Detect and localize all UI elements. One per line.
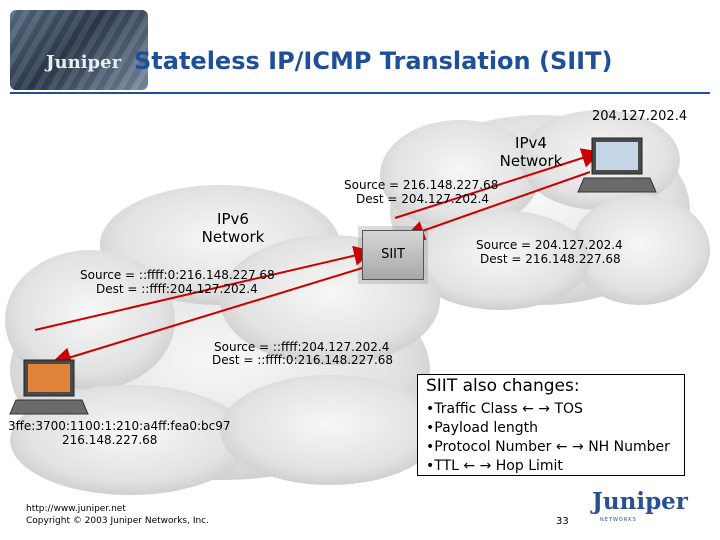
change-label: Payload length: [434, 420, 538, 436]
ipv4-outbound-dest: Dest = 204.127.202.4: [356, 192, 490, 206]
arrow-ipv6-return: [51, 261, 383, 367]
change-left-label: TTL: [434, 458, 459, 474]
ipv4-network-label: IPv4 Network: [499, 134, 563, 170]
right-arrow-icon: →: [572, 439, 584, 455]
footer-url[interactable]: http://www.juniper.net: [26, 504, 126, 514]
juniper-footer-logo: Juniper: [592, 488, 688, 515]
ipv6-network-label: IPv6 Network: [201, 210, 265, 246]
change-left-label: Traffic Class: [434, 401, 518, 417]
right-arrow-icon: →: [538, 401, 550, 417]
change-right-label: TOS: [554, 401, 583, 417]
ipv4-host-address: 204.127.202.4: [592, 109, 688, 124]
ipv4-return-source: Source = 204.127.202.4: [476, 238, 623, 252]
ipv6-return-source: Source = ::ffff:204.127.202.4: [214, 340, 390, 354]
arrow-ipv6-outbound: [34, 245, 374, 331]
change-item-ttl: •TTL ← → Hop Limit: [426, 458, 563, 474]
banner-logo-text: Juniper: [46, 52, 122, 73]
siit-changes-title: SIIT also changes:: [426, 376, 580, 396]
ipv6-return-dest: Dest = ::ffff:0:216.148.227.68: [212, 353, 394, 367]
ipv4-outbound-source: Source = 216.148.227.68: [344, 178, 499, 192]
arrow-ipv4-return: [404, 171, 591, 241]
juniper-banner-logo: Juniper: [10, 10, 148, 90]
left-arrow-icon: ←: [463, 458, 476, 474]
footer-copyright: Copyright © 2003 Juniper Networks, Inc.: [26, 516, 209, 526]
footer-text: http://www.juniper.net Copyright © 2003 …: [26, 503, 209, 527]
siit-translator-box: SIIT: [362, 230, 424, 280]
change-right-label: NH Number: [588, 439, 670, 455]
left-arrow-icon: ←: [522, 401, 534, 417]
left-arrow-icon: ←: [555, 439, 568, 455]
change-right-label: Hop Limit: [495, 458, 563, 474]
ipv6-host-ipv4-address: 216.148.227.68: [62, 433, 158, 447]
title-divider: [10, 92, 710, 94]
page-number: 33: [556, 516, 569, 527]
page-title: Stateless IP/ICMP Translation (SIIT): [134, 47, 613, 75]
change-left-label: Protocol Number: [434, 439, 552, 455]
ipv4-laptop-icon: [577, 137, 657, 193]
ipv6-cloud: [5, 185, 440, 495]
ipv4-return-dest: Dest = 216.148.227.68: [480, 252, 621, 266]
change-item-protocol-number: •Protocol Number ← → NH Number: [426, 439, 670, 455]
ipv6-laptop-icon: [9, 359, 89, 415]
juniper-footer-logo-sub: NETWORKS: [600, 517, 637, 523]
ipv6-host-address: 3ffe:3700:1100:1:210:a4ff:fea0:bc97: [8, 419, 231, 433]
siit-changes-box: [417, 374, 685, 476]
ipv6-outbound-dest: Dest = ::ffff:204.127.202.4: [96, 282, 258, 296]
right-arrow-icon: →: [479, 458, 492, 474]
ipv6-outbound-source: Source = ::ffff:0:216.148.227.68: [80, 268, 275, 282]
change-item-traffic-class: •Traffic Class ← → TOS: [426, 401, 583, 417]
arrow-ipv4-outbound: [394, 148, 602, 219]
change-item-payload-length: •Payload length: [426, 420, 538, 436]
